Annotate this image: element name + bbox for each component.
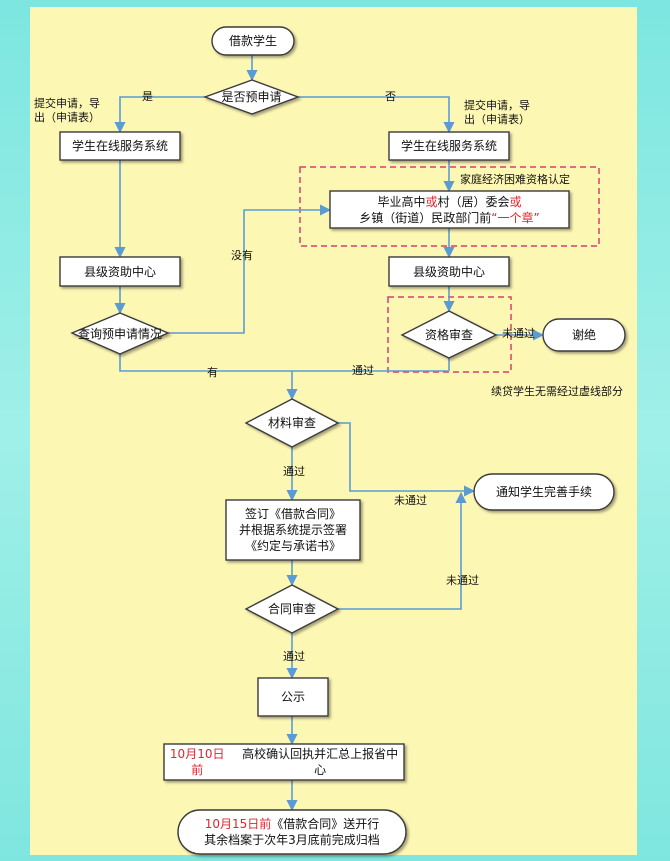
node-contract-review: 合同审查 <box>246 585 338 633</box>
node-qualification-label: 资格审查 <box>424 327 473 342</box>
node-sign-line3: 《约定与承诺书》 <box>244 539 341 553</box>
node-county-right: 县级资助中心 <box>389 257 509 286</box>
node-start: 借款学生 <box>212 27 294 55</box>
node-pre-apply-question: 是否预申请 <box>205 80 298 114</box>
label-submit-right-2: 出（申请表） <box>464 113 530 126</box>
node-sign-line1: 签订《借款合同》 <box>244 507 341 521</box>
node-stamp-line1: 毕业高中或村（居）委会或 <box>377 194 521 210</box>
node-query-label: 查询预申请情况 <box>77 326 162 341</box>
node-contract-shape <box>244 584 340 634</box>
label-family-difficulty: 家庭经济困难资格认定 <box>460 173 570 186</box>
label-not-pass-material: 未通过 <box>394 494 427 507</box>
label-submit-right-1: 提交申请，导 <box>464 99 530 112</box>
node-sign-line2: 并根据系统提示签署 <box>238 523 347 537</box>
node-oct10-shape <box>163 743 405 781</box>
label-not-have: 没有 <box>231 249 253 262</box>
label-pass-contract: 通过 <box>283 650 305 663</box>
node-oct15-line2: 其余档案于次年3月底前完成归档 <box>204 833 380 847</box>
edge-yes-to-left-system <box>114 96 205 134</box>
edge-contract-fail-to-notify <box>338 491 467 610</box>
node-oct15-shape <box>177 809 407 855</box>
label-pass-qualification: 通过 <box>352 364 374 377</box>
node-qualification-shape <box>400 310 498 359</box>
label-pass-material: 通过 <box>283 465 305 478</box>
node-stamp-shape <box>329 190 570 229</box>
node-oct10-text: 高校确认回执并汇总上报省中心 <box>242 747 399 777</box>
label-submit-left-1: 提交申请，导 <box>34 97 100 110</box>
node-notify-label: 通知学生完善手续 <box>495 485 592 499</box>
node-sys-left: 学生在线服务系统 <box>60 132 180 160</box>
node-sign-contract: 签订《借款合同》 并根据系统提示签署 《约定与承诺书》 <box>226 500 360 560</box>
stamp-text-village: 村（居）委会 <box>437 194 510 209</box>
node-stamp: 毕业高中或村（居）委会或 乡镇（街道）民政部门前“一个章” <box>330 191 569 228</box>
label-yes: 是 <box>142 90 153 103</box>
stamp-text-school: 毕业高中 <box>377 194 426 209</box>
node-oct10: 10月10日前高校确认回执并汇总上报省中心 <box>164 744 404 780</box>
node-oct15-date: 10月15日前 <box>204 817 272 831</box>
edge-material-fail-to-notify <box>338 422 476 497</box>
node-pre-apply-shape <box>202 79 301 115</box>
node-sys-right: 学生在线服务系统 <box>389 132 509 160</box>
stamp-text-one-stamp: “一个章” <box>491 210 540 225</box>
node-county-left-label: 县级资助中心 <box>83 264 156 279</box>
node-oct10-date: 10月10日前 <box>169 747 225 777</box>
node-sys-right-label: 学生在线服务系统 <box>400 139 497 153</box>
edge-query-not-have-to-stamp <box>168 204 332 334</box>
label-have: 有 <box>207 366 218 379</box>
node-sys-right-shape <box>388 131 510 161</box>
node-reject: 谢绝 <box>543 319 625 351</box>
node-query-pre-apply: 查询预申请情况 <box>72 313 168 354</box>
node-oct15: 10月15日前《借款合同》送开行 其余档案于次年3月底前完成归档 <box>178 810 406 854</box>
label-renewal-note: 续贷学生无需经过虚线部分 <box>491 385 623 398</box>
label-no: 否 <box>385 90 396 103</box>
node-sys-left-shape <box>59 131 181 161</box>
node-sign-shape <box>225 499 361 561</box>
label-not-pass-qualification: 未通过 <box>502 327 535 340</box>
node-county-right-label: 县级资助中心 <box>412 264 485 279</box>
node-publicity-label: 公示 <box>280 690 305 704</box>
node-material-review: 材料审查 <box>246 399 338 447</box>
node-notify-shape <box>473 473 615 511</box>
node-material-shape <box>244 398 340 448</box>
node-county-left: 县级资助中心 <box>60 257 180 286</box>
node-start-label: 借款学生 <box>228 34 277 48</box>
node-contract-label: 合同审查 <box>267 602 316 616</box>
node-stamp-line2: 乡镇（街道）民政部门前“一个章” <box>359 210 539 226</box>
node-query-shape <box>70 312 170 355</box>
node-notify-student: 通知学生完善手续 <box>474 474 614 510</box>
node-qualification-review: 资格审查 <box>402 311 496 358</box>
label-not-pass-contract: 未通过 <box>446 574 479 587</box>
stamp-text-or-1: 或 <box>425 194 438 209</box>
node-oct15-line1: 10月15日前《借款合同》送开行 <box>205 816 380 832</box>
node-publicity: 公示 <box>258 678 328 716</box>
node-start-shape <box>211 26 295 56</box>
node-county-right-shape <box>388 256 510 287</box>
node-county-left-shape <box>59 256 181 287</box>
node-publicity-shape <box>257 677 329 717</box>
stamp-text-civil: 乡镇（街道）民政部门前 <box>359 210 492 225</box>
node-reject-shape <box>542 318 626 352</box>
node-material-label: 材料审查 <box>267 416 316 430</box>
node-sys-left-label: 学生在线服务系统 <box>71 139 168 153</box>
label-submit-left-2: 出（申请表） <box>34 111 100 124</box>
edge-query-have-merge <box>119 354 448 372</box>
edge-no-to-right-system <box>298 96 455 134</box>
stamp-text-or-2: 或 <box>509 194 522 209</box>
node-reject-label: 谢绝 <box>571 328 596 342</box>
node-oct15-text: 《借款合同》送开行 <box>271 817 380 831</box>
node-pre-apply-label: 是否预申请 <box>221 90 282 104</box>
